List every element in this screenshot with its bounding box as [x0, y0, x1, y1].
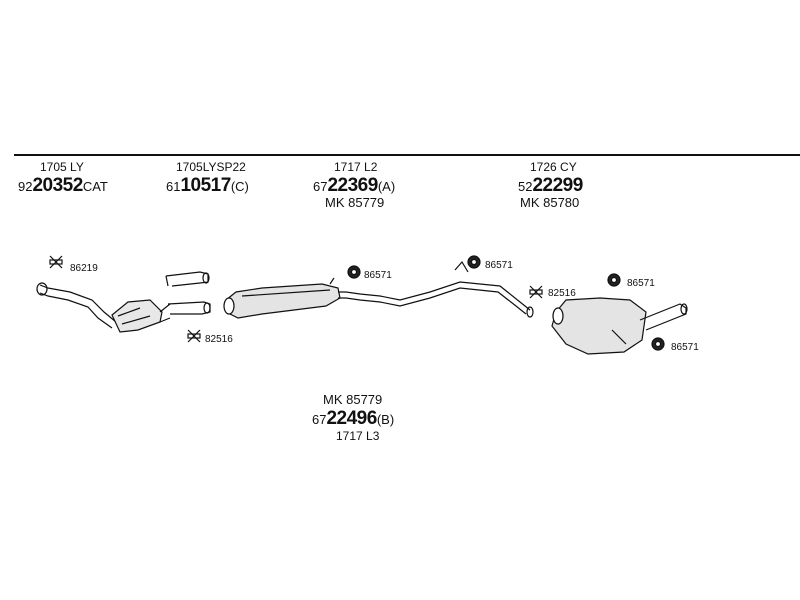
group4-mk: MK 85780	[520, 195, 580, 210]
group4-pn-prefix: 52	[518, 179, 533, 194]
bottom-pn-main: 22496	[326, 408, 377, 429]
bottom-part-number: 6722496(B)	[312, 409, 394, 428]
group3-pn-suffix: (A)	[377, 179, 396, 194]
callout-hanger-rear-top: 86571	[627, 278, 655, 289]
group1-pn-main: 20352	[32, 175, 83, 196]
centre-silencer	[223, 260, 534, 319]
rear-silencer	[551, 297, 688, 355]
group3-part-number: 6722369(A)	[313, 176, 395, 195]
callout-clamp-front: 86219	[70, 263, 98, 274]
bottom-pn-prefix: 67	[312, 412, 327, 427]
group2-part-number: 6110517(C)	[166, 176, 249, 195]
intermediate-pipe-pieces	[165, 271, 211, 315]
bottom-mk: MK 85779	[323, 392, 383, 407]
callout-hanger-rear-bottom: 86571	[671, 342, 699, 353]
bottom-pn-suffix: (B)	[376, 412, 395, 427]
front-pipe-catalyst	[36, 282, 171, 333]
group4-code: 1726 CY	[530, 160, 577, 174]
header-divider-line	[14, 154, 800, 156]
group4-part-number: 5222299	[518, 176, 583, 195]
callout-hanger-pipe: 86571	[485, 260, 513, 271]
group2-pn-main: 10517	[180, 175, 231, 196]
group3-pn-prefix: 67	[313, 179, 328, 194]
callout-clamp-mid: 82516	[205, 334, 233, 345]
group1-pn-prefix: 92	[18, 179, 33, 194]
callout-hanger-centre: 86571	[364, 270, 392, 281]
group1-part-number: 9220352CAT	[18, 176, 108, 195]
group3-pn-main: 22369	[327, 175, 378, 196]
group1-pn-suffix: CAT	[82, 179, 108, 194]
bottom-code: 1717 L3	[336, 429, 380, 443]
group3-code: 1717 L2	[334, 160, 378, 174]
group4-pn-main: 22299	[532, 175, 583, 196]
group3-mk: MK 85779	[325, 195, 385, 210]
group2-pn-prefix: 61	[166, 179, 181, 194]
group2-code: 1705LYSP22	[176, 160, 246, 174]
group1-code: 1705 LY	[40, 160, 84, 174]
callout-clamp-rear: 82516	[548, 288, 576, 299]
rubber-hanger-icons	[347, 255, 665, 351]
clamp-parts	[49, 255, 543, 343]
group2-pn-suffix: (C)	[230, 179, 249, 194]
